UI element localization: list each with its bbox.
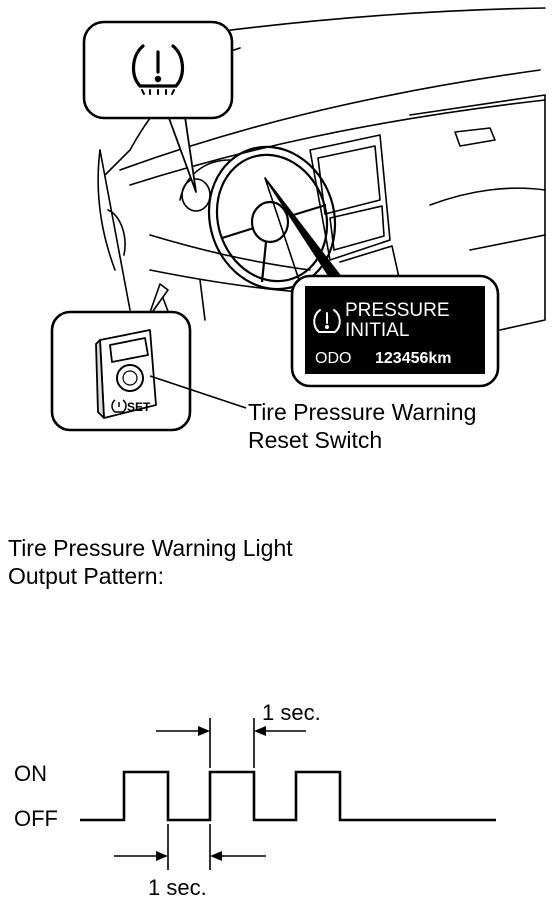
pattern-title-line1: Tire Pressure Warning Light (8, 535, 293, 561)
pattern-title-line2: Output Pattern: (8, 563, 164, 589)
switch-set-label: SET (127, 400, 151, 414)
callout-label-line1: Tire Pressure Warning (248, 399, 476, 425)
callout-label-line2: Reset Switch (248, 427, 382, 453)
multi-info-display (305, 286, 485, 374)
reset-switch-callout: SET (50, 283, 247, 432)
state-on-label: ON (14, 761, 47, 786)
state-off-label: OFF (14, 806, 58, 831)
timing-label-bottom: 1 sec. (148, 875, 207, 900)
reset-knob-icon (116, 364, 144, 392)
warning-icon-callout (82, 20, 234, 193)
switch-tpms-icon (111, 399, 127, 413)
tpms-display-icon (313, 309, 341, 333)
waveform (80, 770, 496, 822)
tpms-warning-icon (132, 44, 184, 95)
display-line-initial: INITIAL (345, 320, 409, 341)
display-callout: PRESSURE INITIAL ODO 123456km (264, 177, 500, 388)
timing-dimension-bottom (114, 824, 266, 870)
timing-label-top: 1 sec. (262, 700, 321, 725)
display-odo-value: 123456km (375, 350, 452, 367)
dashboard-illustration (97, 7, 546, 331)
display-odo-label: ODO (315, 350, 351, 367)
display-line-pressure: PRESSURE (345, 300, 450, 321)
timing-dimension-top (156, 718, 306, 768)
